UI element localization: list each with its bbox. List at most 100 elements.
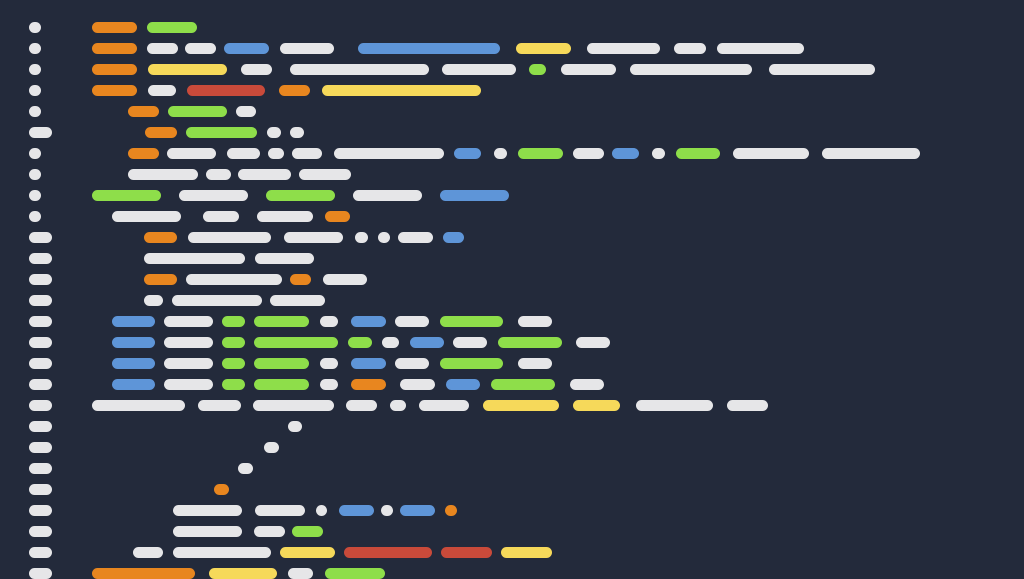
line-number	[29, 295, 52, 306]
code-token-keyword	[144, 232, 177, 243]
code-token-keyword	[92, 43, 137, 54]
code-token-identifier	[167, 148, 216, 159]
line-number	[29, 463, 52, 474]
code-token-string	[222, 379, 245, 390]
line-number	[29, 64, 41, 75]
code-token-identifier	[636, 400, 713, 411]
code-token-identifier	[112, 211, 181, 222]
code-token-identifier	[573, 148, 604, 159]
code-token-identifier	[290, 64, 429, 75]
code-token-error	[187, 85, 265, 96]
code-token-identifier	[381, 505, 393, 516]
code-token-identifier	[257, 211, 313, 222]
code-token-identifier	[186, 274, 282, 285]
code-token-identifier	[652, 148, 665, 159]
code-token-identifier	[164, 358, 213, 369]
code-token-identifier	[395, 316, 429, 327]
code-token-function	[112, 358, 155, 369]
code-token-identifier	[395, 358, 429, 369]
code-token-function	[351, 358, 386, 369]
code-token-keyword	[279, 85, 310, 96]
code-token-string	[186, 127, 257, 138]
code-token-literal	[573, 400, 620, 411]
code-token-identifier	[355, 232, 368, 243]
code-token-function	[443, 232, 464, 243]
code-token-keyword	[145, 127, 177, 138]
code-token-identifier	[453, 337, 487, 348]
code-token-keyword	[128, 106, 159, 117]
code-token-identifier	[147, 43, 178, 54]
line-number	[29, 85, 41, 96]
code-token-identifier	[238, 169, 291, 180]
code-token-identifier	[320, 316, 338, 327]
code-token-function	[112, 316, 155, 327]
line-number	[29, 127, 52, 138]
line-number	[29, 43, 41, 54]
code-token-identifier	[630, 64, 752, 75]
code-token-identifier	[674, 43, 706, 54]
code-token-function	[224, 43, 269, 54]
code-token-identifier	[292, 148, 322, 159]
code-token-identifier	[320, 379, 338, 390]
line-number	[29, 358, 52, 369]
line-number	[29, 211, 41, 222]
line-number	[29, 337, 52, 348]
code-token-string	[254, 358, 309, 369]
code-token-identifier	[164, 337, 213, 348]
code-token-identifier	[769, 64, 875, 75]
code-token-string	[498, 337, 562, 348]
code-token-identifier	[727, 400, 768, 411]
code-token-identifier	[299, 169, 351, 180]
code-token-identifier	[144, 253, 245, 264]
code-token-identifier	[400, 379, 435, 390]
code-token-function	[446, 379, 480, 390]
code-token-identifier	[227, 148, 260, 159]
code-token-identifier	[188, 232, 271, 243]
code-token-identifier	[576, 337, 610, 348]
code-token-error	[441, 547, 492, 558]
line-number	[29, 106, 41, 117]
code-token-keyword	[351, 379, 386, 390]
code-token-identifier	[570, 379, 604, 390]
code-token-function	[410, 337, 444, 348]
code-token-function	[454, 148, 481, 159]
line-number	[29, 274, 52, 285]
code-token-identifier	[270, 295, 325, 306]
line-number	[29, 568, 52, 579]
code-token-string	[518, 148, 563, 159]
code-token-identifier	[518, 316, 552, 327]
line-number	[29, 253, 52, 264]
code-token-identifier	[284, 232, 343, 243]
code-token-identifier	[494, 148, 507, 159]
code-token-identifier	[334, 148, 444, 159]
code-token-identifier	[382, 337, 399, 348]
line-number	[29, 505, 52, 516]
code-token-identifier	[92, 400, 185, 411]
code-token-identifier	[255, 253, 314, 264]
code-token-string	[292, 526, 323, 537]
code-token-function	[339, 505, 374, 516]
code-token-keyword	[128, 148, 159, 159]
code-token-identifier	[173, 526, 242, 537]
code-token-identifier	[236, 106, 256, 117]
code-token-identifier	[398, 232, 433, 243]
code-token-string	[254, 379, 309, 390]
code-token-identifier	[323, 274, 367, 285]
code-token-identifier	[518, 358, 552, 369]
code-token-keyword	[214, 484, 229, 495]
code-token-identifier	[238, 463, 253, 474]
code-token-literal	[322, 85, 481, 96]
code-token-identifier	[268, 148, 284, 159]
code-token-string	[348, 337, 372, 348]
code-token-identifier	[198, 400, 241, 411]
code-token-string	[222, 316, 245, 327]
code-token-identifier	[717, 43, 804, 54]
code-token-literal	[483, 400, 559, 411]
code-token-literal	[148, 64, 227, 75]
code-token-identifier	[822, 148, 920, 159]
code-token-keyword	[92, 568, 195, 579]
line-number	[29, 484, 52, 495]
code-token-error	[344, 547, 432, 558]
code-token-keyword	[290, 274, 311, 285]
